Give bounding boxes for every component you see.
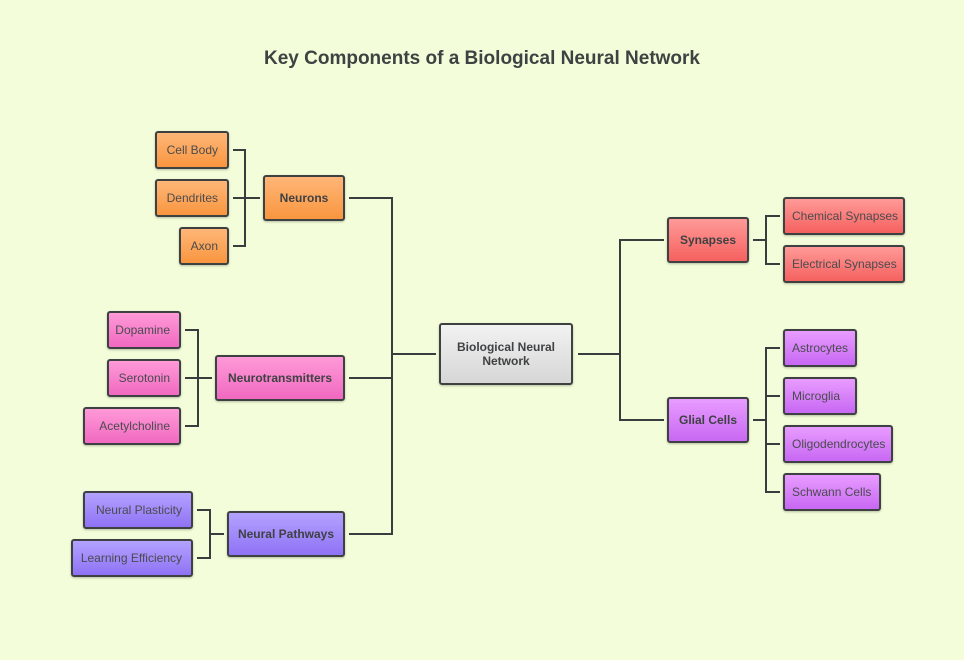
leaf-schwann-cells[interactable]: Schwann Cells xyxy=(783,473,881,511)
leaf-label: Astrocytes xyxy=(792,341,849,355)
leaf-dendrites[interactable]: Dendrites xyxy=(155,179,229,217)
connector-root-right xyxy=(578,239,664,421)
leaf-electrical-synapses[interactable]: Electrical Synapses xyxy=(783,245,905,283)
node-glial-cells-label: Glial Cells xyxy=(678,413,738,427)
leaf-dopamine[interactable]: Dopamine xyxy=(107,311,181,349)
leaf-label: Axon xyxy=(190,239,218,253)
leaf-label: Electrical Synapses xyxy=(792,257,897,271)
node-neurotransmitters-label: Neurotransmitters xyxy=(227,371,333,385)
root-node-label: Biological Neural Network xyxy=(456,340,556,368)
leaf-label: Chemical Synapses xyxy=(792,209,899,223)
leaf-label: Neural Plasticity xyxy=(95,503,182,517)
leaf-microglia[interactable]: Microglia xyxy=(783,377,857,415)
node-neurons-label: Neurons xyxy=(279,191,329,205)
leaf-axon[interactable]: Axon xyxy=(179,227,229,265)
leaf-acetylcholine[interactable]: Acetylcholine xyxy=(83,407,181,445)
leaf-learning-efficiency[interactable]: Learning Efficiency xyxy=(71,539,193,577)
leaf-astrocytes[interactable]: Astrocytes xyxy=(783,329,857,367)
node-neural-pathways-label: Neural Pathways xyxy=(237,527,335,541)
leaf-label: Serotonin xyxy=(118,371,170,385)
leaf-neural-plasticity[interactable]: Neural Plasticity xyxy=(83,491,193,529)
diagram-title: Key Components of a Biological Neural Ne… xyxy=(263,48,701,69)
leaf-label: Schwann Cells xyxy=(792,485,872,499)
leaf-label: Dopamine xyxy=(115,323,170,337)
leaf-chemical-synapses[interactable]: Chemical Synapses xyxy=(783,197,905,235)
connector-neurotransmitters-children xyxy=(185,329,212,427)
leaf-oligodendrocytes[interactable]: Oligodendrocytes xyxy=(783,425,893,463)
connector-synapses-children xyxy=(753,215,780,265)
leaf-label: Acetylcholine xyxy=(99,419,170,433)
node-synapses[interactable]: Synapses xyxy=(667,217,749,263)
connector-neurons-children xyxy=(233,149,260,247)
node-neurotransmitters[interactable]: Neurotransmitters xyxy=(215,355,345,401)
node-glial-cells[interactable]: Glial Cells xyxy=(667,397,749,443)
leaf-label: Microglia xyxy=(792,389,841,403)
leaf-label: Oligodendrocytes xyxy=(792,437,886,451)
leaf-label: Learning Efficiency xyxy=(80,551,182,565)
connector-pathways-children xyxy=(197,509,224,559)
connector-neurons-root xyxy=(349,197,436,535)
leaf-serotonin[interactable]: Serotonin xyxy=(107,359,181,397)
root-node[interactable]: Biological Neural Network xyxy=(439,323,573,385)
node-neurons[interactable]: Neurons xyxy=(263,175,345,221)
connector-glial-children xyxy=(753,347,780,493)
node-neural-pathways[interactable]: Neural Pathways xyxy=(227,511,345,557)
leaf-label: Cell Body xyxy=(166,143,218,157)
leaf-label: Dendrites xyxy=(166,191,218,205)
node-synapses-label: Synapses xyxy=(679,233,737,247)
leaf-cell-body[interactable]: Cell Body xyxy=(155,131,229,169)
